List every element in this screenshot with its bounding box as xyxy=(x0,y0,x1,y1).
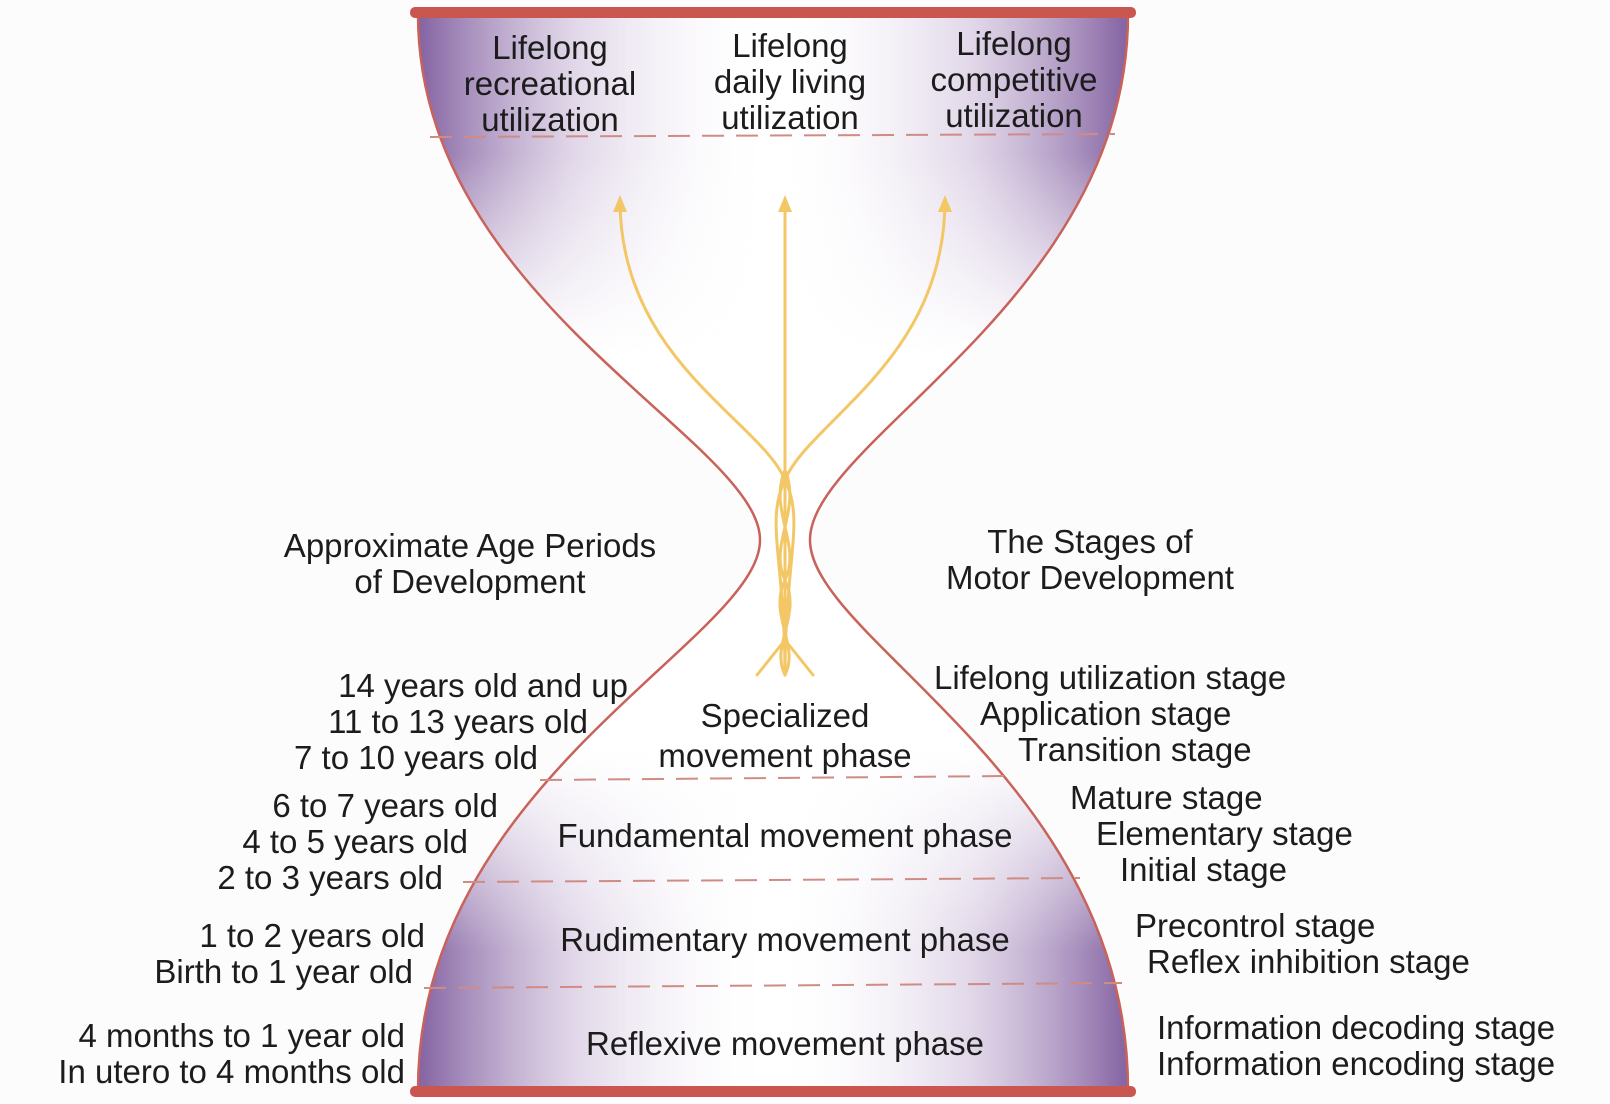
phase-specialized-line-1: Specialized xyxy=(658,696,911,736)
ages-specialized: 14 years old and up 11 to 13 years old 7… xyxy=(294,668,628,776)
heading-age-periods-line-2: of Development xyxy=(284,564,656,600)
ages-rudimentary: 1 to 2 years old Birth to 1 year old xyxy=(154,918,425,990)
ages-reflexive: 4 months to 1 year old In utero to 4 mon… xyxy=(58,1018,405,1090)
age-label: In utero to 4 months old xyxy=(58,1054,405,1090)
top-label-competitive-line-3: utilization xyxy=(931,98,1098,134)
stage-label: Information decoding stage xyxy=(1157,1010,1555,1046)
phase-fundamental: Fundamental movement phase xyxy=(558,818,1013,854)
top-label-daily-line-2: daily living xyxy=(714,64,866,100)
top-label-daily-living: Lifelong daily living utilization xyxy=(714,28,866,136)
age-label: 7 to 10 years old xyxy=(294,740,538,776)
top-label-competitive-line-2: competitive xyxy=(931,62,1098,98)
age-label: Birth to 1 year old xyxy=(154,954,413,990)
stage-label: Elementary stage xyxy=(1096,816,1353,852)
heading-stages-line-2: Motor Development xyxy=(946,560,1234,596)
heading-stages-line-1: The Stages of xyxy=(946,524,1234,560)
age-label: 4 months to 1 year old xyxy=(58,1018,405,1054)
stage-label: Initial stage xyxy=(1120,852,1353,888)
stages-rudimentary: Precontrol stage Reflex inhibition stage xyxy=(1135,908,1470,980)
stage-label: Lifelong utilization stage xyxy=(934,660,1286,696)
age-label: 14 years old and up xyxy=(294,668,628,704)
age-label: 11 to 13 years old xyxy=(294,704,588,740)
ages-fundamental: 6 to 7 years old 4 to 5 years old 2 to 3… xyxy=(217,788,498,896)
top-label-recreational-line-3: utilization xyxy=(464,102,636,138)
stage-label: Mature stage xyxy=(1070,780,1353,816)
phase-specialized: Specialized movement phase xyxy=(658,696,911,776)
phase-specialized-line-2: movement phase xyxy=(658,736,911,776)
age-label: 1 to 2 years old xyxy=(154,918,425,954)
top-label-daily-line-1: Lifelong xyxy=(714,28,866,64)
stages-specialized: Lifelong utilization stage Application s… xyxy=(934,660,1286,768)
stage-label: Information encoding stage xyxy=(1157,1046,1555,1082)
top-label-daily-line-3: utilization xyxy=(714,100,866,136)
top-label-recreational-line-2: recreational xyxy=(464,66,636,102)
stage-label: Precontrol stage xyxy=(1135,908,1470,944)
heading-age-periods: Approximate Age Periods of Development xyxy=(284,528,656,600)
top-label-competitive-line-1: Lifelong xyxy=(931,26,1098,62)
phase-rudimentary: Rudimentary movement phase xyxy=(560,922,1009,958)
stage-label: Application stage xyxy=(980,696,1286,732)
top-label-recreational: Lifelong recreational utilization xyxy=(464,30,636,138)
age-label: 6 to 7 years old xyxy=(217,788,498,824)
top-label-recreational-line-1: Lifelong xyxy=(464,30,636,66)
age-label: 2 to 3 years old xyxy=(217,860,443,896)
phase-reflexive: Reflexive movement phase xyxy=(586,1026,984,1062)
heading-age-periods-line-1: Approximate Age Periods xyxy=(284,528,656,564)
stage-label: Transition stage xyxy=(1018,732,1286,768)
age-label: 4 to 5 years old xyxy=(217,824,468,860)
top-label-competitive: Lifelong competitive utilization xyxy=(931,26,1098,134)
heading-stages: The Stages of Motor Development xyxy=(946,524,1234,596)
stages-fundamental: Mature stage Elementary stage Initial st… xyxy=(1070,780,1353,888)
hourglass-top-cap xyxy=(410,7,1136,18)
hourglass-bottom-cap xyxy=(410,1086,1136,1097)
stages-reflexive: Information decoding stage Information e… xyxy=(1157,1010,1555,1082)
stage-label: Reflex inhibition stage xyxy=(1147,944,1470,980)
